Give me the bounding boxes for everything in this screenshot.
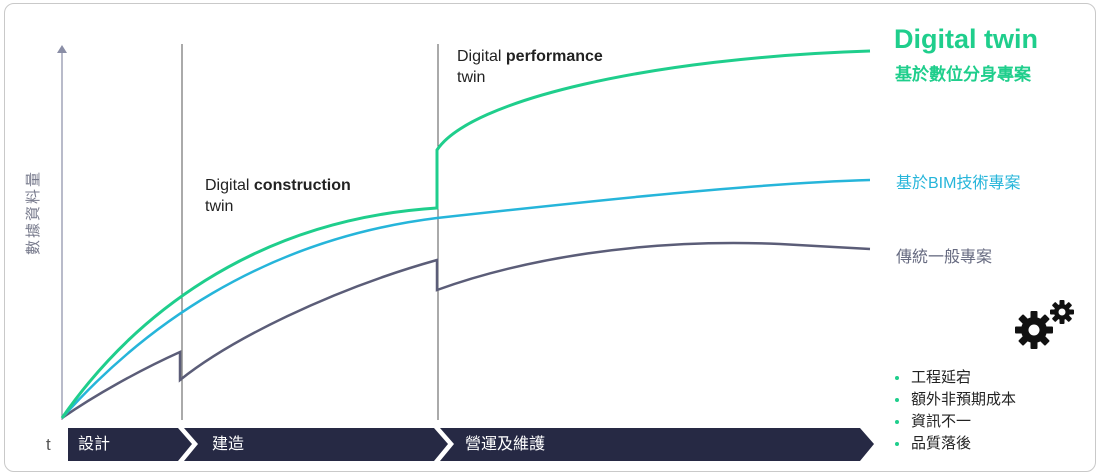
gears-icon [1015, 300, 1074, 349]
bullet-text: 工程延宕 [911, 369, 972, 386]
annotation-performance-bold: performance [505, 48, 603, 65]
legend-bim: 基於BIM技術專案 [896, 175, 1021, 192]
annotation-construction-prefix: Digital [205, 177, 254, 194]
y-axis-arrow [57, 45, 67, 53]
risk-bullet-list: 工程延宕 額外非預期成本 資訊不一 品質落後 [893, 367, 1016, 455]
bullet-dot-icon [895, 442, 899, 446]
legend-traditional: 傳統一般專案 [896, 249, 993, 266]
bullet-dot-icon [895, 398, 899, 402]
phase-bar-operation [440, 428, 874, 461]
legend-digital-twin-subtitle: 基於數位分身專案 [895, 65, 1031, 84]
y-axis-title: 數據資料量 [25, 169, 42, 255]
time-axis-label: t [46, 435, 51, 454]
phase-operation-label: 營運及維護 [465, 436, 546, 453]
list-item: 工程延宕 [893, 367, 1016, 389]
phase-bar-design [68, 428, 192, 461]
bullet-text: 品質落後 [911, 435, 972, 452]
annotation-performance-suffix: twin [457, 69, 486, 86]
curve-digital-twin [60, 49, 871, 419]
phase-bar-construction [184, 428, 448, 461]
annotation-construction-bold: construction [253, 177, 351, 194]
list-item: 額外非預期成本 [893, 389, 1016, 411]
bullet-dot-icon [895, 376, 899, 380]
legend-digital-twin-title: Digital twin [894, 24, 1038, 54]
curve-bim [61, 178, 871, 419]
annotation-performance-prefix: Digital [457, 48, 506, 65]
list-item: 資訊不一 [893, 411, 1016, 433]
phase-design-label: 設計 [78, 436, 111, 453]
list-item: 品質落後 [893, 433, 1016, 455]
annotation-performance-twin: Digital performance twin [457, 46, 603, 88]
phase-construction-label: 建造 [212, 436, 245, 453]
curve-traditional [61, 241, 871, 420]
annotation-construction-twin: Digital construction twin [205, 175, 351, 217]
diagram-frame [4, 3, 1096, 472]
bullet-text: 額外非預期成本 [911, 391, 1017, 408]
bullet-text: 資訊不一 [911, 413, 972, 430]
annotation-construction-suffix: twin [205, 198, 234, 215]
bullet-dot-icon [895, 420, 899, 424]
